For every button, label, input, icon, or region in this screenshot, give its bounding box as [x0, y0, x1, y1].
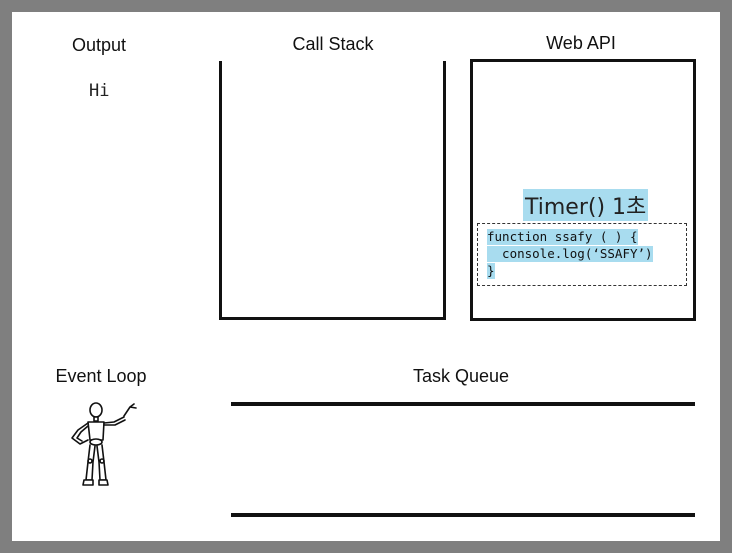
wooden-mannequin-pointing-icon	[71, 402, 137, 486]
callback-code-box	[477, 223, 687, 286]
call-stack-container	[219, 61, 446, 320]
event-loop-title: Event Loop	[55, 366, 147, 386]
task-queue-top-line	[231, 402, 695, 406]
code-line: }	[487, 263, 495, 279]
output-value: Hi	[89, 81, 110, 101]
code-line: function ssafy ( ) {	[487, 229, 638, 245]
call-stack-title: Call Stack	[292, 34, 374, 54]
code-line: console.log(‘SSAFY’)	[487, 246, 653, 262]
task-queue-title: Task Queue	[412, 366, 510, 386]
web-api-container	[470, 59, 696, 321]
timer-label: Timer() 1초	[523, 189, 649, 221]
web-api-title: Web API	[546, 33, 616, 53]
output-title: Output	[71, 35, 127, 55]
task-queue-bottom-line	[231, 513, 695, 517]
